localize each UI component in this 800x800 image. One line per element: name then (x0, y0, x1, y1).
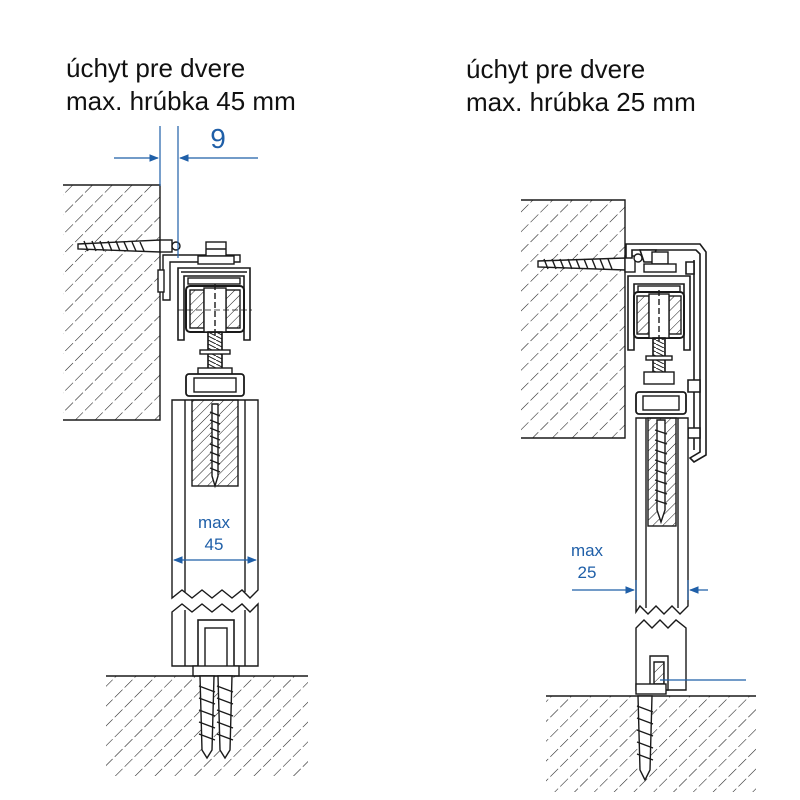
right-door-lower (635, 619, 687, 695)
left-floor (106, 675, 308, 776)
left-caption-line2: max. hrúbka 45 mm (66, 86, 296, 116)
right-hanger-bolt (643, 337, 675, 385)
right-top-bolt (643, 251, 677, 273)
right-caption-line1: úchyt pre dvere (466, 54, 646, 84)
right-thickness-label-line1: max (571, 541, 604, 560)
right-floor (546, 695, 756, 792)
left-offset-value: 9 (210, 123, 226, 154)
left-track-profile (177, 267, 251, 341)
left-door-upper (171, 399, 259, 600)
right-trolley (633, 290, 685, 344)
left-door-lower (171, 602, 259, 677)
left-assembly (63, 184, 308, 776)
right-thickness-label-line2: 25 (578, 563, 597, 582)
right-door-fitting (635, 391, 687, 415)
left-caption-line1: úchyt pre dvere (66, 53, 246, 83)
right-door-upper (635, 417, 689, 615)
left-thickness-label-line1: max (198, 513, 231, 532)
left-wall (63, 184, 161, 421)
left-dimensions (114, 126, 258, 564)
right-caption-line2: max. hrúbka 25 mm (466, 87, 696, 117)
right-caption: úchyt pre dvere max. hrúbka 25 mm (466, 53, 696, 119)
left-caption: úchyt pre dvere max. hrúbka 45 mm (66, 52, 296, 118)
left-hanger-bolt (197, 331, 233, 381)
right-dimensions (572, 580, 746, 681)
right-assembly (521, 199, 756, 792)
left-thickness-label-line2: 45 (205, 535, 224, 554)
left-top-bolt (197, 241, 235, 265)
left-door-fitting (185, 373, 245, 397)
right-wall (521, 199, 626, 439)
left-trolley (178, 284, 252, 336)
